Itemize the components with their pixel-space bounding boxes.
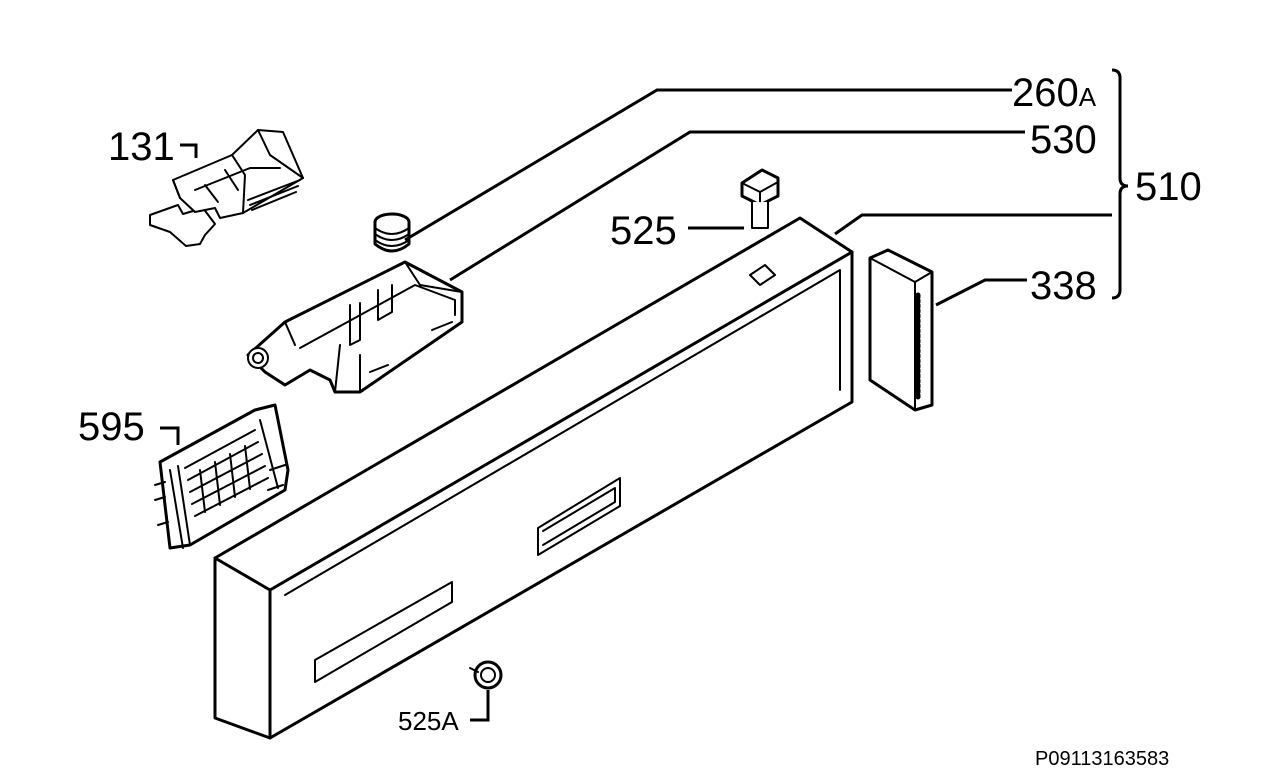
label-530: 530 — [1030, 118, 1097, 162]
label-260a: 260A — [1012, 71, 1097, 115]
part-525-button — [740, 168, 780, 229]
label-131: 131 — [108, 125, 175, 169]
part-338-end-cap — [868, 248, 934, 412]
part-260a-coil — [373, 212, 411, 253]
label-510: 510 — [1135, 165, 1202, 209]
leader-lines — [160, 68, 1129, 722]
part-labels: 131 260A 530 510 525 338 595 525A P09113… — [78, 71, 1202, 770]
label-338: 338 — [1030, 264, 1097, 308]
label-595: 595 — [78, 405, 145, 449]
part-131-cover — [149, 129, 304, 247]
reference-code: P09113163583 — [1035, 748, 1169, 770]
control-panel-fascia — [213, 216, 854, 740]
part-525a-knob — [469, 660, 503, 690]
part-595-board — [154, 403, 290, 550]
part-530-housing — [246, 260, 464, 394]
label-525a: 525A — [398, 706, 459, 736]
label-525: 525 — [610, 209, 677, 253]
